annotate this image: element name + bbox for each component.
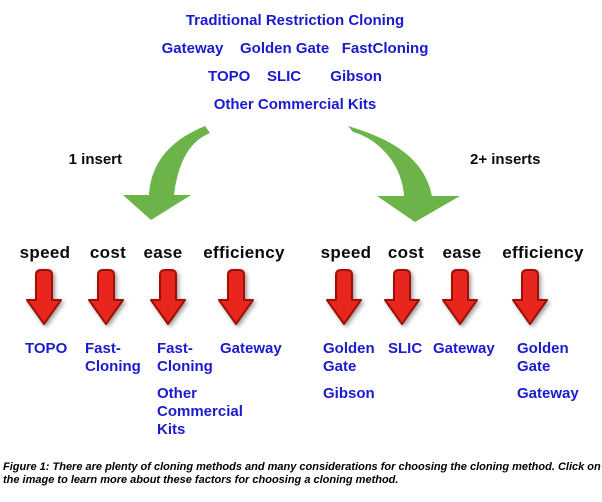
factor-ease-right: ease [442, 243, 482, 262]
method-name: Fast- [157, 340, 193, 357]
factor-cost-left: cost [89, 243, 127, 262]
factor-efficiency-left: efficiency [203, 243, 285, 262]
method-name: TOPO [25, 340, 68, 357]
method-name: Golden [517, 340, 569, 357]
multi-insert-label: 2+ inserts [470, 151, 541, 168]
method-name: Gate [517, 358, 551, 375]
curved-down-right-arrow-icon [348, 126, 460, 222]
method-name: Gate [323, 358, 357, 375]
red-down-arrow-icon [218, 269, 254, 325]
methods-speed-right: Golden Gate Gibson [323, 340, 375, 403]
red-down-arrow-icon [88, 269, 124, 325]
cloning-methods-figure[interactable]: Traditional Restriction Cloning Gateway … [0, 0, 602, 456]
cloning-methods-list: Traditional Restriction Cloning Gateway … [0, 13, 590, 125]
method-name: Cloning [85, 358, 141, 375]
method-name: Gateway [220, 340, 282, 357]
method-name: Fast- [85, 340, 121, 357]
methods-line-4: Other Commercial Kits [213, 96, 377, 113]
factor-cost-right: cost [387, 243, 425, 262]
method-name: Kits [157, 421, 186, 438]
methods-cost-left: Fast- Cloning [85, 340, 141, 376]
methods-line-1: Traditional Restriction Cloning [185, 12, 405, 29]
methods-ease-right: Gateway [433, 340, 495, 358]
method-name: Other [157, 385, 198, 402]
method-name: Gateway [433, 340, 495, 357]
one-insert-label: 1 insert [68, 151, 122, 168]
method-name: Gateway [517, 385, 579, 402]
factor-ease-left: ease [143, 243, 183, 262]
red-down-arrow-icon [384, 269, 420, 325]
factor-speed-right: speed [320, 243, 372, 262]
methods-ease-left: Fast- Cloning Other Commercial Kits [157, 340, 243, 439]
factor-efficiency-right: efficiency [502, 243, 584, 262]
methods-speed-left: TOPO [25, 340, 67, 358]
method-name: Cloning [157, 358, 213, 375]
method-name: Gibson [323, 385, 375, 402]
figure-caption: Figure 1: There are plenty of cloning me… [3, 461, 601, 486]
methods-efficiency-left: Gateway [220, 340, 282, 358]
method-name: Golden [323, 340, 375, 357]
red-down-arrow-icon [442, 269, 478, 325]
method-name: Commercial [157, 403, 243, 420]
red-down-arrow-icon [512, 269, 548, 325]
methods-line-3: TOPO SLIC Gibson [208, 68, 382, 85]
red-down-arrow-icon [150, 269, 186, 325]
method-name: SLIC [388, 340, 423, 357]
methods-cost-right: SLIC [388, 340, 422, 358]
factor-speed-left: speed [19, 243, 71, 262]
methods-efficiency-right: Golden Gate Gateway [517, 340, 579, 403]
red-down-arrow-icon [326, 269, 362, 325]
red-down-arrow-icon [26, 269, 62, 325]
methods-line-2: Gateway Golden Gate FastCloning [161, 40, 429, 57]
curved-down-left-arrow-icon [123, 126, 210, 220]
